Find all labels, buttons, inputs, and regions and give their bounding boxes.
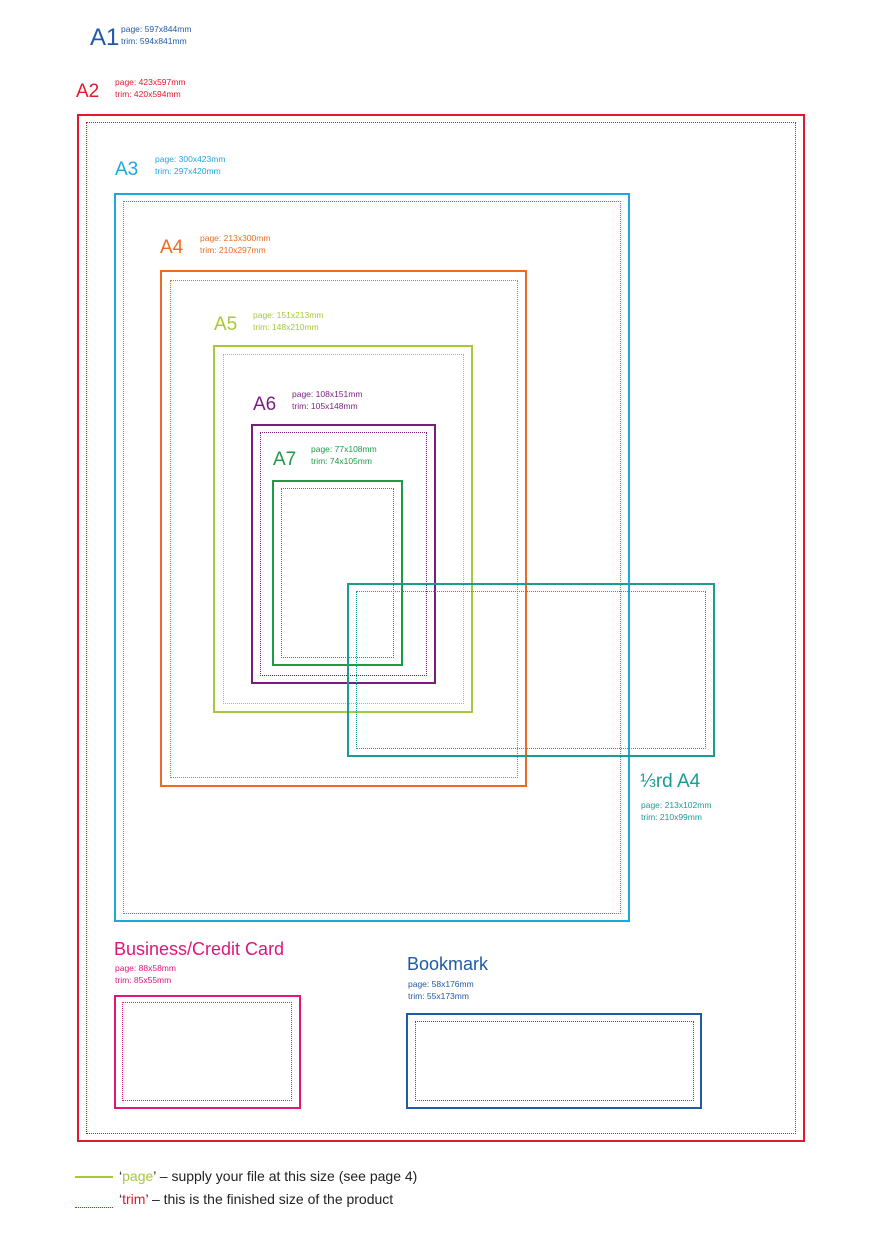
a4-specs: page: 213x300mm trim: 210x297mm — [200, 232, 270, 256]
third-a4-title: ⅓rd A4 — [640, 772, 700, 791]
third-a4-trim-size: trim: 210x99mm — [641, 812, 702, 822]
a2-trim-size: trim: 420x594mm — [115, 89, 181, 99]
legend-trim-word: trim — [122, 1191, 146, 1207]
a7-specs: page: 77x108mm trim: 74x105mm — [311, 443, 377, 467]
bookmark-specs: page: 58x176mm trim: 55x173mm — [408, 978, 474, 1002]
a5-page-size: page: 151x213mm — [253, 310, 324, 320]
a1-trim-size: trim: 594x841mm — [121, 36, 187, 46]
a2-title: A2 — [76, 81, 100, 102]
a7-page-size: page: 77x108mm — [311, 444, 377, 454]
a2-page-size: page: 423x597mm — [115, 77, 186, 87]
legend-trim: ‘trim’ – this is the finished size of th… — [75, 1191, 393, 1208]
a4-page-outline — [160, 270, 527, 787]
third-a4-fraction: ⅓rd — [640, 771, 673, 792]
a4-trim-outline — [170, 280, 518, 778]
third-a4-page-outline — [347, 583, 715, 757]
business-card-trim-outline — [122, 1002, 292, 1101]
a1-title: A1 — [90, 24, 120, 51]
a6-title: A6 — [253, 394, 277, 415]
a7-trim-outline — [281, 488, 394, 658]
a1-page-size: page: 597x844mm — [121, 24, 192, 34]
a3-page-size: page: 300x423mm — [155, 154, 226, 164]
bookmark-page-outline — [406, 1013, 702, 1109]
legend-page-swatch — [75, 1176, 113, 1179]
a6-page-size: page: 108x151mm — [292, 389, 363, 399]
bookmark-trim-outline — [415, 1021, 694, 1101]
bookmark-title: Bookmark — [407, 954, 489, 974]
a4-page-size: page: 213x300mm — [200, 233, 271, 243]
a6-trim-outline — [260, 432, 427, 676]
a5-specs: page: 151x213mm trim: 148x210mm — [253, 309, 323, 333]
third-a4-specs: page: 213x102mm trim: 210x99mm — [641, 799, 711, 823]
legend-page-text: – supply your file at this size (see pag… — [159, 1168, 418, 1184]
legend-trim-text: – this is the finished size of the produ… — [151, 1191, 394, 1207]
business-card-page-outline — [114, 995, 301, 1109]
a6-page-outline — [251, 424, 436, 684]
a4-trim-size: trim: 210x297mm — [200, 245, 266, 255]
a5-trim-outline — [223, 354, 464, 704]
legend-trim-swatch — [75, 1206, 113, 1208]
a2-specs: page: 423x597mm trim: 420x594mm — [115, 76, 185, 100]
a3-title: A3 — [115, 159, 139, 180]
a3-trim-size: trim: 297x420mm — [155, 166, 221, 176]
a3-trim-outline — [123, 201, 621, 914]
business-card-title: Business/Credit Card — [114, 939, 285, 959]
third-a4-page-size: page: 213x102mm — [641, 800, 712, 810]
a5-trim-size: trim: 148x210mm — [253, 322, 319, 332]
legend-page-word: page — [122, 1168, 154, 1184]
a4-title: A4 — [160, 237, 184, 258]
a7-trim-size: trim: 74x105mm — [311, 456, 372, 466]
a2-trim-outline — [86, 122, 796, 1134]
business-card-page-size: page: 88x58mm — [115, 963, 176, 973]
a6-specs: page: 108x151mm trim: 105x148mm — [292, 388, 362, 412]
business-card-specs: page: 88x58mm trim: 85x55mm — [115, 962, 176, 986]
third-a4-name: A4 — [676, 771, 701, 792]
a5-title: A5 — [214, 314, 238, 335]
a6-trim-size: trim: 105x148mm — [292, 401, 358, 411]
bookmark-trim-size: trim: 55x173mm — [408, 991, 469, 1001]
business-card-trim-size: trim: 85x55mm — [115, 975, 172, 985]
legend-page: ‘page’ – supply your file at this size (… — [75, 1168, 417, 1184]
bookmark-page-size: page: 58x176mm — [408, 979, 474, 989]
a3-page-outline — [114, 193, 630, 922]
a2-page-outline — [77, 114, 805, 1142]
a7-title: A7 — [273, 449, 297, 470]
a5-page-outline — [213, 345, 473, 713]
a3-specs: page: 300x423mm trim: 297x420mm — [155, 153, 225, 177]
a1-specs: page: 597x844mm trim: 594x841mm — [121, 23, 191, 47]
third-a4-trim-outline — [356, 591, 706, 749]
a7-page-outline — [272, 480, 403, 666]
